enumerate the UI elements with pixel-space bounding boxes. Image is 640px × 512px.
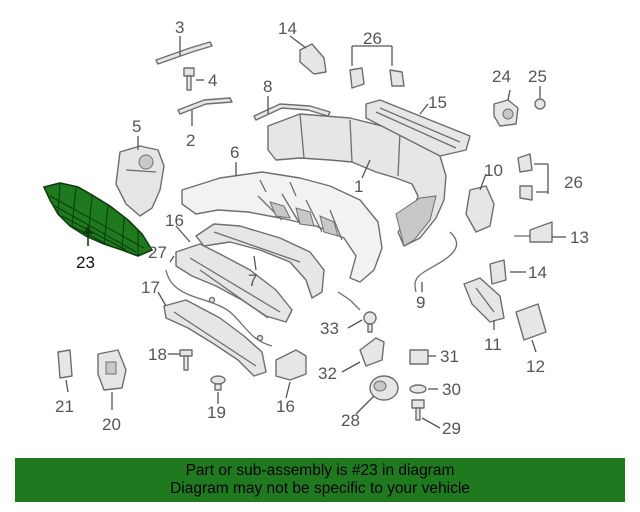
- callout-14-top[interactable]: 14: [278, 19, 297, 38]
- info-banner: Part or sub-assembly is #23 in diagram D…: [15, 458, 625, 502]
- part-22-pad[interactable]: [57, 349, 73, 379]
- callout-11[interactable]: 11: [484, 335, 502, 354]
- callout-7[interactable]: 7: [248, 271, 257, 290]
- callout-15[interactable]: 15: [428, 93, 447, 112]
- part-13-pin[interactable]: [514, 221, 553, 243]
- callout-26-right[interactable]: 26: [564, 173, 583, 192]
- part-15-step-pad[interactable]: [365, 99, 471, 157]
- part-14-right-pad[interactable]: [489, 259, 507, 285]
- callout-10[interactable]: 10: [484, 161, 503, 180]
- callout-8[interactable]: 8: [263, 77, 272, 96]
- part-26-right-brackets[interactable]: [517, 153, 533, 201]
- callout-29[interactable]: 29: [442, 419, 461, 438]
- part-12-cover-plate[interactable]: [515, 303, 547, 341]
- part-23-bumper-absorber[interactable]: [42, 182, 154, 257]
- callout-32[interactable]: 32: [318, 364, 337, 383]
- callout-5[interactable]: 5: [132, 117, 141, 136]
- callout-25[interactable]: 25: [528, 67, 547, 86]
- exploded-parts-diagram: 3 4 2 5 6 8 14 26 15 1 10 26 24 25 13 14…: [42, 18, 589, 438]
- callout-12[interactable]: 12: [526, 357, 545, 376]
- callout-3[interactable]: 3: [175, 18, 184, 37]
- part-28-sensor-housing[interactable]: [369, 375, 399, 401]
- part-19-screw[interactable]: [179, 349, 193, 371]
- part-27-wire-harness[interactable]: [165, 269, 273, 347]
- part-16-mount-bracket[interactable]: [175, 243, 293, 323]
- callout-14-right[interactable]: 14: [528, 263, 547, 282]
- callout-24[interactable]: 24: [492, 67, 511, 86]
- callout-labels: 3 4 2 5 6 8 14 26 15 1 10 26 24 25 13 14…: [55, 18, 589, 438]
- callout-33[interactable]: 33: [320, 319, 339, 338]
- part-31-clip[interactable]: [409, 349, 429, 365]
- part-29-bolt[interactable]: [411, 399, 425, 421]
- callout-22[interactable]: 21: [55, 397, 74, 416]
- callout-20[interactable]: 19: [207, 403, 226, 422]
- part-21-bracket[interactable]: [97, 349, 127, 391]
- callout-19[interactable]: 18: [148, 345, 167, 364]
- part-24-sensor[interactable]: [493, 99, 519, 127]
- part-18-reinforcement-beam[interactable]: [163, 299, 267, 377]
- callout-21[interactable]: 20: [102, 415, 121, 434]
- part-33-screw[interactable]: [363, 311, 377, 333]
- part-4-clip[interactable]: [183, 67, 195, 91]
- part-25-grommet[interactable]: [534, 98, 546, 110]
- part-30-washer[interactable]: [409, 384, 427, 394]
- part-5-side-bracket[interactable]: [115, 145, 165, 217]
- callout-27[interactable]: 27: [148, 243, 167, 262]
- callout-23-highlighted[interactable]: 23: [76, 253, 95, 272]
- callout-6[interactable]: 6: [230, 143, 239, 162]
- part-32-bracket[interactable]: [359, 337, 385, 367]
- callout-13[interactable]: 13: [570, 228, 589, 247]
- part-26-top-brackets[interactable]: [349, 67, 405, 89]
- callout-4[interactable]: 4: [208, 71, 217, 90]
- part-3-molding[interactable]: [155, 41, 213, 65]
- callout-18[interactable]: 17: [141, 278, 160, 297]
- callout-31[interactable]: 31: [440, 347, 459, 366]
- callout-2[interactable]: 2: [186, 131, 195, 150]
- part-14-top-pad[interactable]: [299, 43, 327, 75]
- part-20-nut[interactable]: [210, 375, 226, 391]
- callout-26-top[interactable]: 26: [363, 29, 382, 48]
- callout-28[interactable]: 28: [341, 411, 360, 430]
- part-2-molding[interactable]: [177, 97, 233, 115]
- callout-17[interactable]: 16: [276, 397, 295, 416]
- banner-line-part-number: Part or sub-assembly is #23 in diagram: [185, 462, 455, 479]
- part-11-bracket[interactable]: [463, 277, 505, 323]
- part-1-bumper-cover[interactable]: [267, 113, 447, 247]
- callout-30[interactable]: 30: [442, 380, 461, 399]
- part-6-lower-panel[interactable]: [181, 171, 383, 311]
- part-9-cable[interactable]: [414, 231, 458, 293]
- part-10-side-bracket[interactable]: [465, 185, 495, 233]
- callout-9[interactable]: 9: [416, 293, 425, 312]
- callout-16-label[interactable]: 16: [165, 211, 184, 230]
- banner-line-disclaimer: Diagram may not be specific to your vehi…: [170, 480, 470, 497]
- part-8-molding[interactable]: [253, 103, 331, 121]
- callout-1[interactable]: 1: [354, 177, 363, 196]
- part-7-lower-trim[interactable]: [195, 223, 325, 299]
- leader-lines: [65, 35, 566, 429]
- part-17-bracket[interactable]: [275, 349, 307, 381]
